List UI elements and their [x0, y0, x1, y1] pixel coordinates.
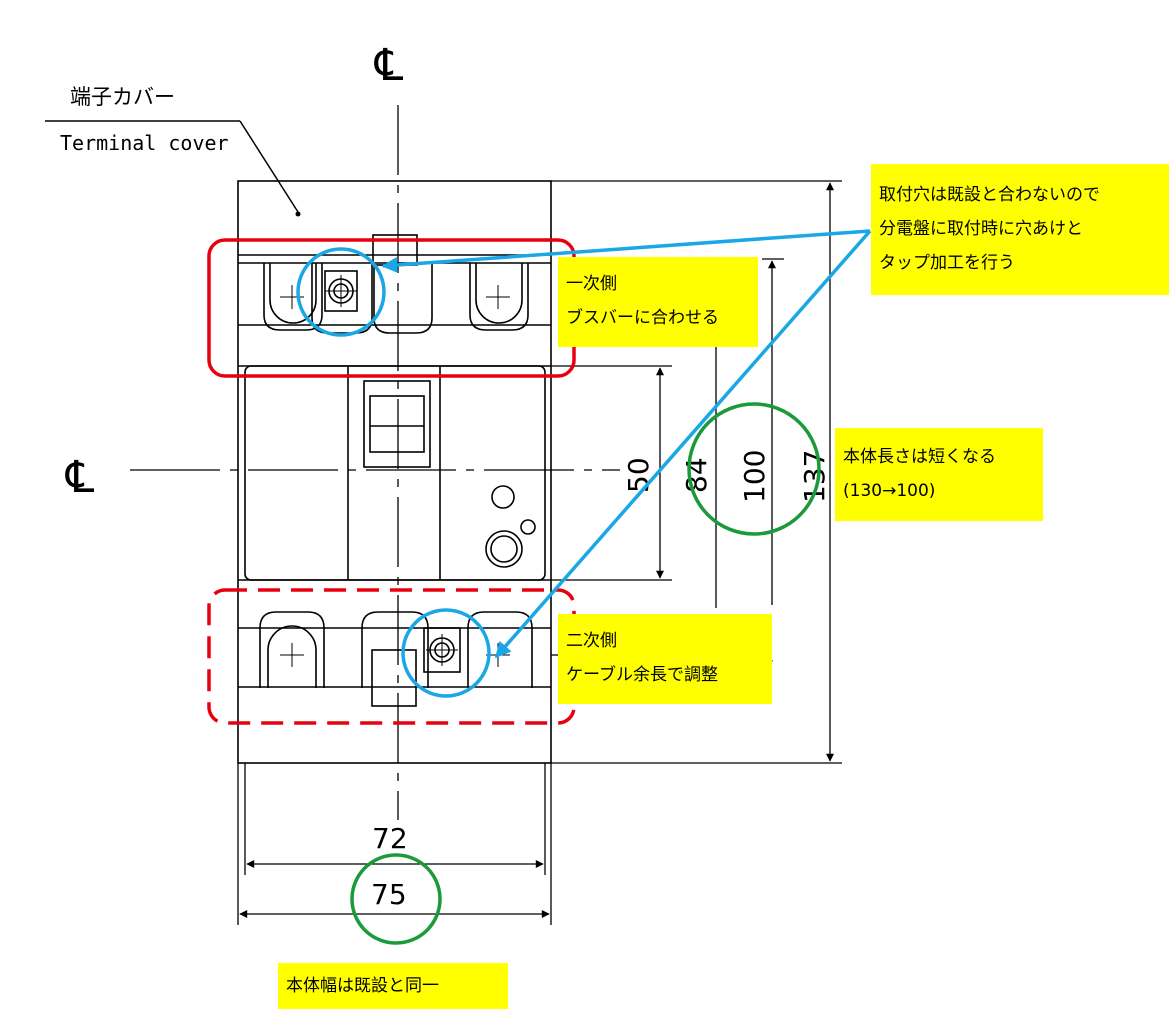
horizontal-dimension-lines: [237, 763, 552, 925]
terminal-cover-leader: [45, 120, 301, 217]
mounting-hole-arrow-lower: [494, 229, 872, 659]
body-length-note-line-2: (130→100): [843, 481, 936, 501]
height-change-circle: [687, 402, 821, 536]
vertical-dimension-lines: [551, 180, 842, 764]
breaker-body: [237, 180, 552, 764]
vertical-centerline-symbol: ℄: [374, 40, 404, 91]
width-same-circle: [350, 853, 442, 945]
body-width-note-text: 本体幅は既設と同一: [286, 976, 439, 996]
mounting-hole-note: 取付穴は既設と合わないので 分電盤に取付時に穴あけと タップ加工を行う: [871, 164, 1169, 295]
dimension-100: 100: [738, 450, 771, 503]
upper-mounting-hole-circle: [296, 247, 386, 337]
terminal-cover-label-en: Terminal cover: [60, 131, 229, 155]
centerlines: [130, 105, 620, 820]
lower-mounting-hole-circle: [401, 608, 491, 698]
dimension-72: 72: [372, 822, 408, 855]
mounting-hole-arrow-upper: [381, 229, 871, 273]
primary-side-note-line-2: ブスバーに合わせる: [566, 308, 719, 328]
body-length-note: 本体長さは短くなる (130→100): [835, 428, 1043, 521]
body-length-note-line-1: 本体長さは短くなる: [843, 447, 996, 467]
horizontal-centerline-symbol: ℄: [65, 452, 95, 503]
secondary-side-highlight: [207, 588, 576, 725]
dimension-84: 84: [680, 457, 713, 493]
body-width-note: 本体幅は既設と同一: [278, 963, 508, 1009]
mounting-hole-note-line-3: タップ加工を行う: [879, 253, 1015, 273]
dimension-75: 75: [371, 878, 407, 911]
secondary-side-note-line-2: ケーブル余長で調整: [566, 665, 718, 685]
lower-terminals: [238, 611, 551, 707]
primary-side-note-line-1: 一次側: [566, 274, 617, 294]
secondary-side-note-line-1: 二次側: [566, 631, 617, 651]
dimension-50: 50: [622, 457, 655, 493]
secondary-side-note: 二次側 ケーブル余長で調整: [558, 614, 772, 704]
terminal-cover-label-jp: 端子カバー: [70, 85, 175, 109]
primary-side-note: 一次側 ブスバーに合わせる: [558, 257, 758, 347]
upper-terminals: [238, 234, 551, 334]
mounting-hole-note-line-2: 分電盤に取付時に穴あけと: [879, 219, 1083, 239]
mounting-hole-note-line-1: 取付穴は既設と合わないので: [879, 185, 1100, 205]
